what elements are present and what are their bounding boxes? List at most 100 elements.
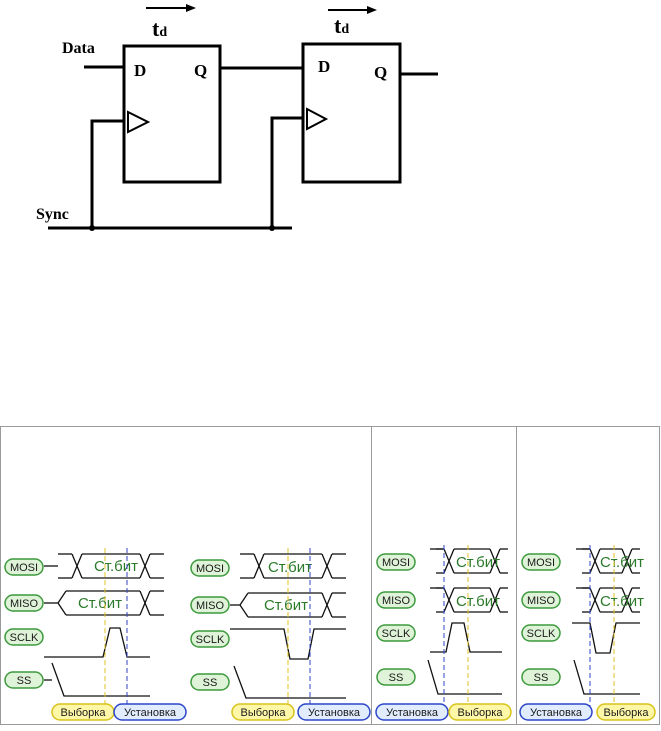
p4-signal-ss — [521, 668, 561, 686]
p4-mosi-bus-l-cross-b — [589, 548, 601, 574]
p1-setup-pill — [113, 703, 187, 721]
p1-miso-bus-tip-top — [57, 590, 67, 604]
p4-ss-wave — [573, 659, 640, 695]
flipflop-1-d-label: D — [134, 61, 146, 80]
flipflop-1-box — [122, 44, 222, 184]
p2-sample-pill-label: Выборка — [241, 707, 287, 719]
p4-mosi-startbit: Ст.бит — [600, 554, 644, 571]
p4-sclk-wave — [572, 622, 640, 654]
p3-sample-pill-label: Выборка — [458, 707, 504, 719]
clock-1-wire — [90, 119, 124, 228]
p2-setup-pill-label: Установка — [308, 707, 361, 719]
p1-miso-bus-r-cross-b — [139, 590, 151, 616]
p3-signal-sclk — [376, 624, 416, 642]
p3-sclk-wave — [430, 622, 502, 653]
sync-junction-2 — [269, 225, 275, 231]
p4-signal-ss-label: SS — [534, 672, 549, 684]
p1-signal-mosi-label: MOSI — [10, 562, 38, 574]
p2-signal-sclk-label: SCLK — [196, 634, 225, 646]
p2-miso-bus-tip-bot — [239, 604, 249, 618]
timing-panels-frame — [0, 426, 660, 725]
p2-mosi-bus-l-cross-b — [253, 553, 265, 579]
p2-setup-pill — [297, 703, 371, 721]
p4-setup-pill-label: Установка — [530, 707, 583, 719]
p4-mosi-bus — [582, 548, 640, 574]
flipflop-1-clock-triangle — [127, 110, 151, 134]
p1-sample-pill-label: Выборка — [61, 707, 107, 719]
p3-miso-startbit: Ст.бит — [456, 593, 500, 610]
p1-signal-ss-label: SS — [17, 675, 32, 687]
p4-signal-sclk-label: SCLK — [527, 628, 556, 640]
p2-miso-startbit: Ст.бит — [264, 597, 308, 614]
p1-signal-miso-label: MISO — [10, 598, 39, 610]
p3-ss-wave — [427, 659, 502, 695]
p1-mosi-bus-r-cross-b — [139, 553, 151, 579]
p3-setup-pill — [375, 703, 449, 721]
p2-sclk-wave — [230, 628, 346, 660]
p3-miso-bus-l-cross-b — [443, 587, 455, 613]
p2-mosi-startbit: Ст.бит — [268, 559, 312, 576]
p4-mosi-bus-r-cross-b — [621, 548, 633, 574]
p1-signal-sclk — [4, 628, 44, 646]
p4-signal-mosi — [521, 553, 561, 571]
flipflop-2-q-label: Q — [374, 63, 387, 82]
td-label-2: td — [334, 13, 349, 38]
p3-sample-pill — [448, 703, 512, 721]
p3-mosi-bus-l-cross-b — [443, 548, 455, 574]
td-label-1: td — [152, 16, 167, 41]
p1-signal-ss — [4, 671, 44, 689]
td-arrow-1 — [146, 4, 196, 12]
p3-signal-mosi-label: MOSI — [382, 557, 410, 569]
td-arrow-2 — [328, 6, 377, 14]
clock-2-wire — [270, 116, 303, 228]
p2-mosi-bus — [240, 553, 346, 579]
p1-mosi-bus-l-cross-b — [71, 553, 83, 579]
p4-sample-pill — [596, 703, 656, 721]
sync-junction-1 — [89, 225, 95, 231]
p2-miso-bus-r-cross-b — [321, 592, 333, 618]
p4-miso-bus-l-cross-b — [589, 587, 601, 613]
p4-setup-pill — [519, 703, 593, 721]
p4-miso-bus-r-cross-b — [621, 587, 633, 613]
p4-sample-pill-label: Выборка — [604, 707, 650, 719]
p1-miso-bus-tip-bot — [57, 602, 67, 616]
data-label: Data — [62, 40, 95, 57]
flipflop-2-d-label: D — [318, 57, 330, 76]
p2-mosi-bus-r-cross-b — [321, 553, 333, 579]
p3-mosi-startbit: Ст.бит — [456, 554, 500, 571]
p1-mosi-startbit: Ст.бит — [94, 558, 138, 575]
p2-signal-ss-label: SS — [203, 677, 218, 689]
p1-mosi-bus — [58, 553, 164, 579]
p2-signal-mosi — [190, 559, 230, 577]
p3-signal-ss — [376, 668, 416, 686]
p3-signal-miso-label: MISO — [382, 595, 411, 607]
p2-signal-ss — [190, 673, 230, 691]
flipflop-circuit — [48, 42, 438, 230]
p1-ss-wave — [51, 662, 150, 697]
flipflop-2-clock-triangle — [306, 107, 329, 131]
p1-sclk-wave — [44, 627, 150, 658]
p1-miso-bus — [57, 590, 164, 616]
p1-miso-startbit: Ст.бит — [78, 595, 122, 612]
p3-signal-miso — [376, 591, 416, 609]
p4-miso-bus — [582, 587, 640, 613]
p4-miso-startbit: Ст.бит — [600, 593, 644, 610]
p2-signal-miso — [190, 596, 230, 614]
p2-signal-mosi-label: MOSI — [196, 563, 224, 575]
p3-mosi-bus-r-cross-b — [489, 548, 501, 574]
p1-setup-pill-label: Установка — [124, 707, 177, 719]
p4-signal-miso-label: MISO — [527, 595, 556, 607]
p3-signal-mosi — [376, 553, 416, 571]
p3-signal-ss-label: SS — [389, 672, 404, 684]
p2-miso-bus-tip-top — [239, 592, 249, 606]
p1-signal-mosi — [4, 558, 44, 576]
p1-signal-miso — [4, 594, 44, 612]
p1-signal-sclk-label: SCLK — [10, 632, 39, 644]
p4-signal-miso — [521, 591, 561, 609]
p4-signal-sclk — [521, 624, 561, 642]
